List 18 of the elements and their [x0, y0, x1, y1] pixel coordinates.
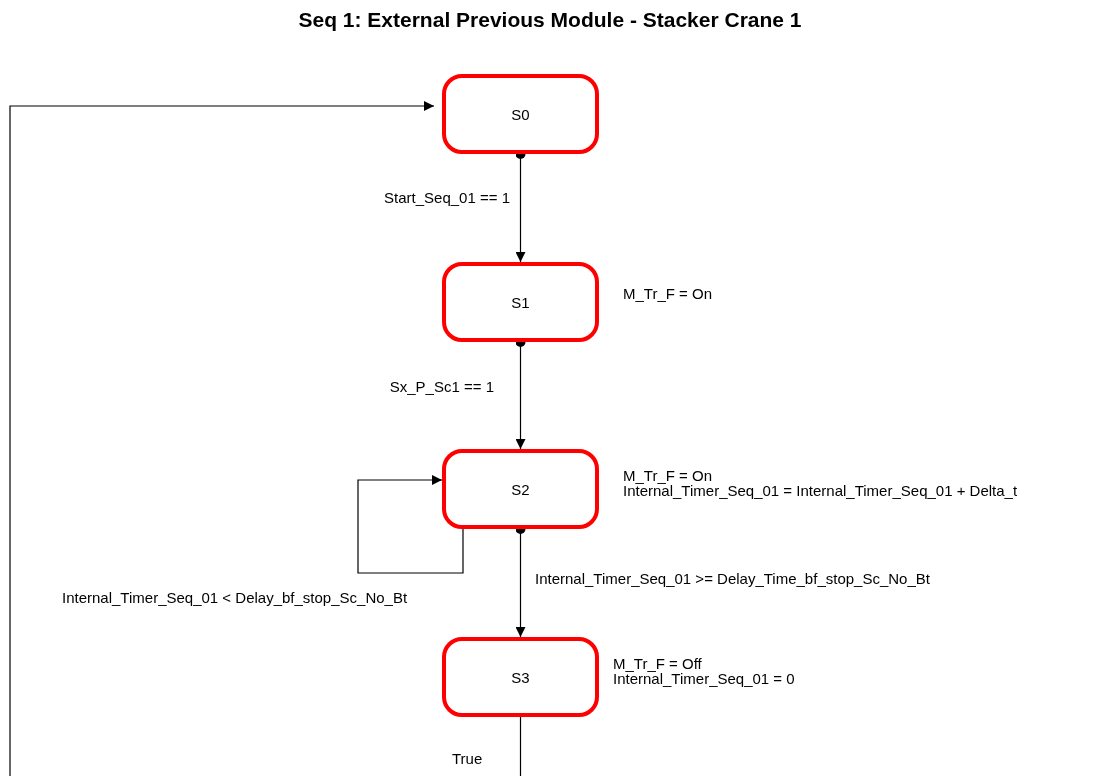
- state-box: [442, 637, 599, 717]
- state-action: Internal_Timer_Seq_01 = Internal_Timer_Seq_01 + Delta_t: [623, 483, 1018, 498]
- edge-label: Internal_Timer_Seq_01 < Delay_bf_stop_Sc_No_Bt: [62, 589, 408, 606]
- state-box: [442, 449, 599, 529]
- state-action: M_Tr_F = On: [623, 286, 713, 301]
- state-box: [442, 74, 599, 154]
- state-name: S0: [511, 105, 530, 123]
- state-name: S3: [511, 668, 530, 686]
- state-action: M_Tr_F = Off: [613, 656, 703, 671]
- state-name: S1: [511, 293, 530, 311]
- state-name: S2: [511, 480, 530, 498]
- arrow: [357, 475, 464, 574]
- state-action: M_Tr_F = On: [623, 468, 714, 483]
- state-box: [442, 262, 599, 342]
- diagram-title: Seq 1: External Previous Module - Stacker Crane 1: [297, 8, 803, 32]
- edge-label: Internal_Timer_Seq_01 >= Delay_Time_bf_stop_Sc_No_Bt: [535, 570, 930, 587]
- arrow: [9, 101, 522, 776]
- state-action: Internal_Timer_Seq_01 = 0: [613, 671, 795, 686]
